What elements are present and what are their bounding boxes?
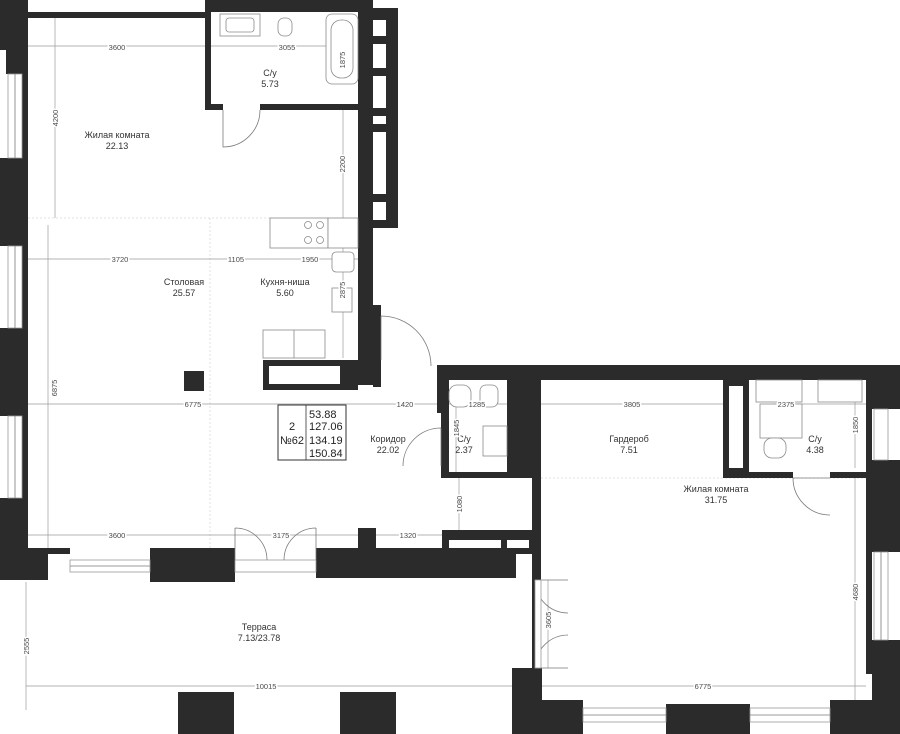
sink-right [755,379,803,403]
room-corridor-name: Коридор [370,434,406,444]
dim-1320: 1320 [400,531,417,540]
dim-1105: 1105 [228,255,244,264]
room-living-top-area: 22.13 [106,141,129,151]
dimension-lines [25,18,866,710]
room-dining-area: 25.57 [173,288,196,298]
toilet-top [277,17,293,37]
room-living-top-name: Жилая комната [84,130,149,140]
room-su-top-area: 5.73 [261,79,279,89]
room-su-top-name: С/у [263,68,277,78]
room-wardrobe-area: 7.51 [620,445,638,455]
dim-1420: 1420 [397,400,414,409]
info-area-1: 53.88 [309,409,337,421]
toilet-mid [448,384,472,408]
wall-insets [449,386,743,548]
room-kitchen-area: 5.60 [276,288,294,298]
dim-2375: 2375 [778,400,795,409]
dim-1285: 1285 [469,400,486,409]
dimension-labels: 3600 3055 1875 4200 2200 3720 1105 1950 … [21,42,862,693]
dim-3175: 3175 [273,531,290,540]
dim-3055: 3055 [279,43,296,52]
info-area-2: 127.06 [309,421,343,433]
windows [7,73,889,723]
dim-3600-bottom: 3600 [109,531,126,540]
dim-6775-bottom: 6775 [695,682,712,691]
room-labels: С/у 5.73 Жилая комната 22.13 Столовая 25… [84,68,823,643]
room-living-right-area: 31.75 [705,495,728,505]
info-rooms-count: 2 [289,421,295,433]
info-area-4: 150.84 [309,448,343,460]
dim-4680: 4680 [851,584,860,601]
toilet-right [763,437,787,459]
dim-2875: 2875 [338,282,347,299]
dim-2200: 2200 [338,156,347,173]
room-dining-name: Столовая [164,277,204,287]
info-number: №62 [280,435,304,447]
dim-3720: 3720 [112,255,129,264]
room-su-mid-name: С/у [457,434,471,444]
dim-3600-top: 3600 [109,43,126,52]
dim-1845: 1845 [452,420,461,437]
dim-1850: 1850 [851,417,860,434]
room-living-right-name: Жилая комната [683,484,748,494]
dim-1950: 1950 [302,255,319,264]
dim-1875: 1875 [338,52,347,69]
room-corridor-area: 22.02 [377,445,400,455]
zone-guides [28,217,866,552]
room-terrace-area: 7.13/23.78 [238,633,281,643]
dim-10015: 10015 [256,682,277,691]
room-kitchen-name: Кухня-ниша [260,277,309,287]
room-su-right-area: 4.38 [806,445,824,455]
doors [222,109,831,669]
dim-4200: 4200 [51,110,60,127]
dim-2555: 2555 [22,638,31,655]
shower-mid [482,425,508,457]
fixtures [219,13,863,459]
room-terrace-name: Терраса [242,622,277,632]
dim-1080: 1080 [455,496,464,513]
dim-3605: 3605 [544,612,553,629]
dim-3805: 3805 [624,400,641,409]
info-area-3: 134.19 [309,435,343,447]
dim-6775-mid: 6775 [185,400,202,409]
kitchen-sink [331,251,355,273]
room-su-mid-area: 2.37 [455,445,473,455]
room-wardrobe-name: Гардероб [609,434,649,444]
dim-6875: 6875 [50,380,59,397]
apartment-info: 2 №62 53.88 127.06 134.19 150.84 [277,404,347,461]
room-su-right-name: С/у [808,434,822,444]
